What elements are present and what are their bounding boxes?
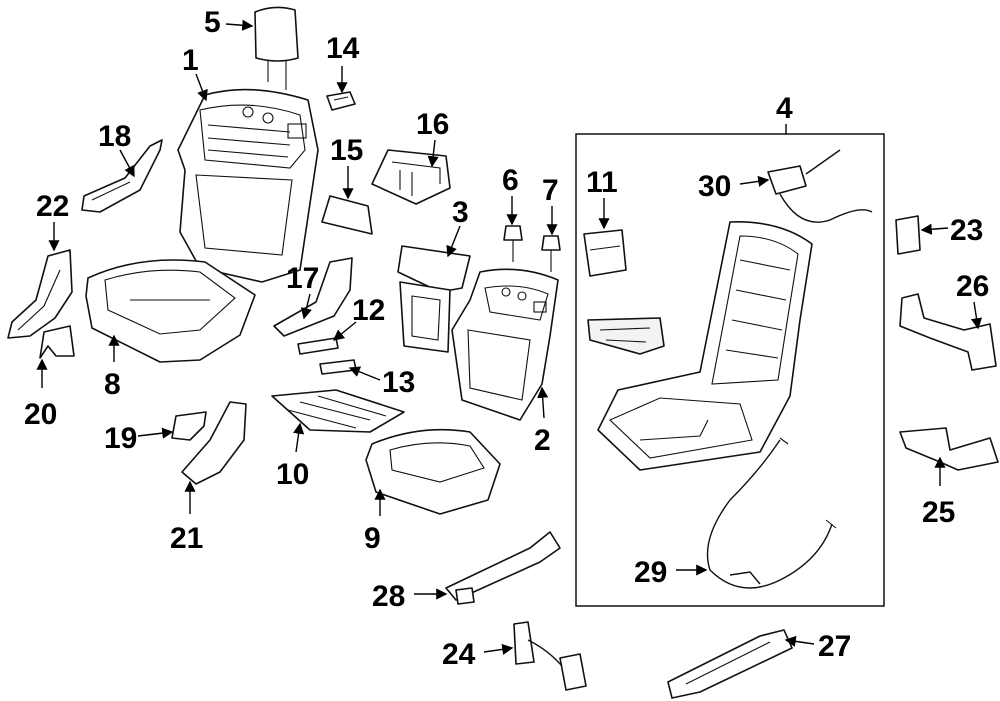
callout-9: 9 bbox=[364, 522, 381, 555]
callout-25: 25 bbox=[922, 496, 955, 529]
part-28-rail bbox=[445, 531, 561, 605]
callout-14: 14 bbox=[326, 32, 360, 65]
callout-28: 28 bbox=[372, 580, 405, 613]
part-8-seat-cushion bbox=[85, 259, 256, 363]
callout-numbers: 5 1 14 18 22 8 20 19 21 15 16 17 12 13 1… bbox=[24, 6, 989, 671]
callout-19: 19 bbox=[104, 422, 137, 455]
callout-16: 16 bbox=[416, 108, 449, 141]
callout-26: 26 bbox=[956, 270, 989, 303]
callout-2: 2 bbox=[534, 424, 551, 457]
part-17-armrest-trim bbox=[273, 257, 353, 337]
part-15-plate bbox=[321, 195, 373, 235]
callout-8: 8 bbox=[104, 368, 121, 401]
callout-27: 27 bbox=[818, 630, 851, 663]
part-12-strip bbox=[297, 337, 339, 355]
callout-15: 15 bbox=[330, 134, 363, 167]
callout-13: 13 bbox=[382, 366, 415, 399]
part-10-seat-pan bbox=[271, 389, 405, 433]
leader-lines bbox=[36, 19, 983, 655]
part-14-clip bbox=[326, 91, 356, 111]
callout-29: 29 bbox=[634, 556, 667, 589]
part-25-bracket bbox=[899, 427, 999, 471]
part-20-bracket bbox=[39, 325, 75, 359]
part-5-headrest bbox=[254, 6, 299, 90]
callout-18: 18 bbox=[98, 120, 131, 153]
part-18-trim bbox=[81, 139, 163, 213]
callout-12: 12 bbox=[352, 294, 385, 327]
callout-11: 11 bbox=[586, 166, 618, 199]
part-4-seat-frame bbox=[587, 221, 813, 471]
part-26-bracket bbox=[899, 293, 997, 371]
callout-5: 5 bbox=[204, 6, 221, 39]
callout-23: 23 bbox=[950, 214, 983, 247]
part-6-bolt bbox=[503, 225, 523, 262]
part-21-side-trim bbox=[181, 401, 247, 485]
callout-30: 30 bbox=[698, 170, 731, 203]
part-2-seat-back bbox=[451, 268, 559, 421]
callout-3: 3 bbox=[452, 196, 469, 229]
part-13-strip bbox=[319, 359, 357, 375]
callout-20: 20 bbox=[24, 398, 57, 431]
callout-10: 10 bbox=[276, 458, 309, 491]
part-19-link bbox=[171, 411, 207, 441]
callout-21: 21 bbox=[170, 522, 203, 555]
callout-24: 24 bbox=[442, 638, 476, 671]
part-3-back-panel bbox=[397, 245, 471, 353]
callout-6: 6 bbox=[502, 164, 519, 197]
part-23-connector bbox=[895, 215, 921, 255]
part-27-rail bbox=[667, 629, 793, 699]
part-24-bracket bbox=[513, 621, 587, 691]
part-11-switch bbox=[583, 229, 627, 277]
part-9-seat-cushion bbox=[365, 428, 501, 515]
callout-1: 1 bbox=[182, 44, 199, 77]
callout-7: 7 bbox=[542, 174, 559, 207]
part-30-cable bbox=[767, 149, 873, 223]
callout-4: 4 bbox=[776, 92, 793, 125]
part-1-seat-back bbox=[177, 88, 319, 283]
part-22-side-cover bbox=[7, 249, 73, 339]
part-4-assembly-box bbox=[575, 133, 885, 607]
part-16-frame-bracket bbox=[371, 149, 451, 205]
part-7-bolt bbox=[541, 235, 561, 272]
part-29-harness bbox=[706, 437, 837, 589]
callout-17: 17 bbox=[286, 262, 319, 295]
callout-22: 22 bbox=[36, 190, 69, 223]
